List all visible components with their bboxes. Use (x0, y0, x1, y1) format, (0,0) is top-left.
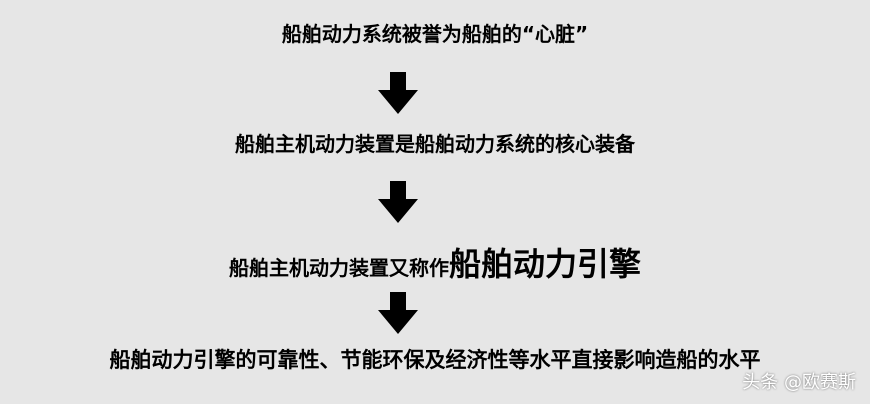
flow-step-3-prefix: 船舶主机动力装置又称作 (228, 256, 449, 280)
flow-step-1: 船舶动力系统被誉为船舶的“心脏” (281, 22, 589, 46)
flow-step-2: 船舶主机动力装置是船舶动力系统的核心装备 (235, 132, 635, 156)
arrow-down-icon (378, 292, 418, 334)
flow-step-4: 船舶动力引擎的可靠性、节能环保及经济性等水平直接影响造船的水平 (109, 348, 761, 372)
flow-step-3: 船舶主机动力装置又称作船舶动力引擎 (0, 242, 870, 290)
flow-step-3-emphasis: 船舶动力引擎 (448, 245, 641, 283)
watermark: 头条 @欧赛斯 (742, 372, 856, 393)
arrow-down-icon (378, 181, 418, 223)
arrow-down-icon (378, 72, 418, 114)
